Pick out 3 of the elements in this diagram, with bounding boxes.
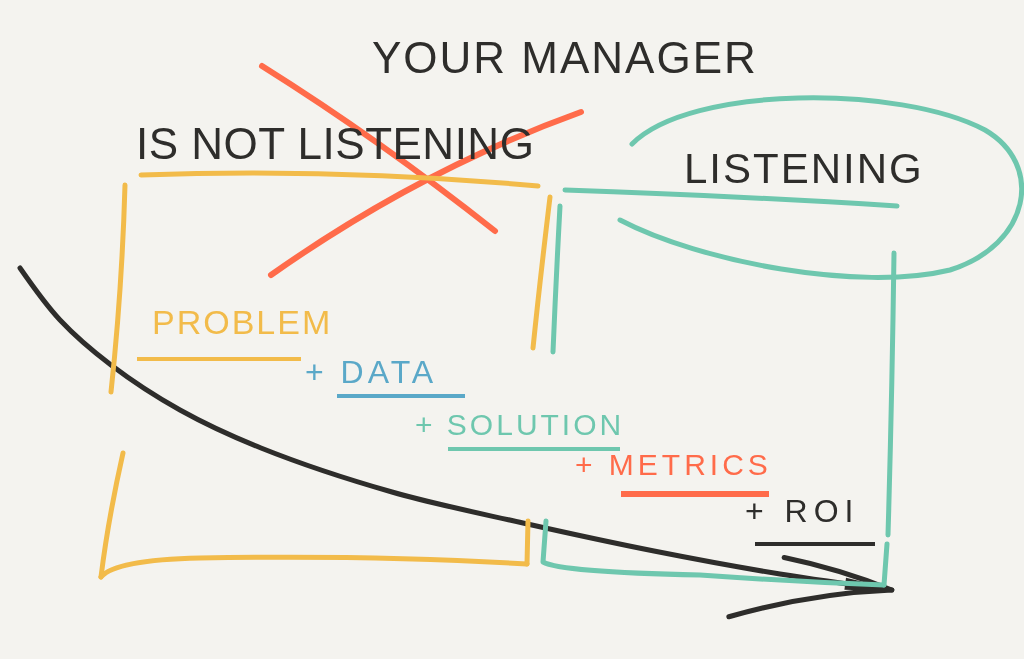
box-heading: LISTENING bbox=[684, 146, 924, 193]
arrow bbox=[17, 265, 897, 620]
title: YOUR MANAGER bbox=[372, 34, 758, 83]
